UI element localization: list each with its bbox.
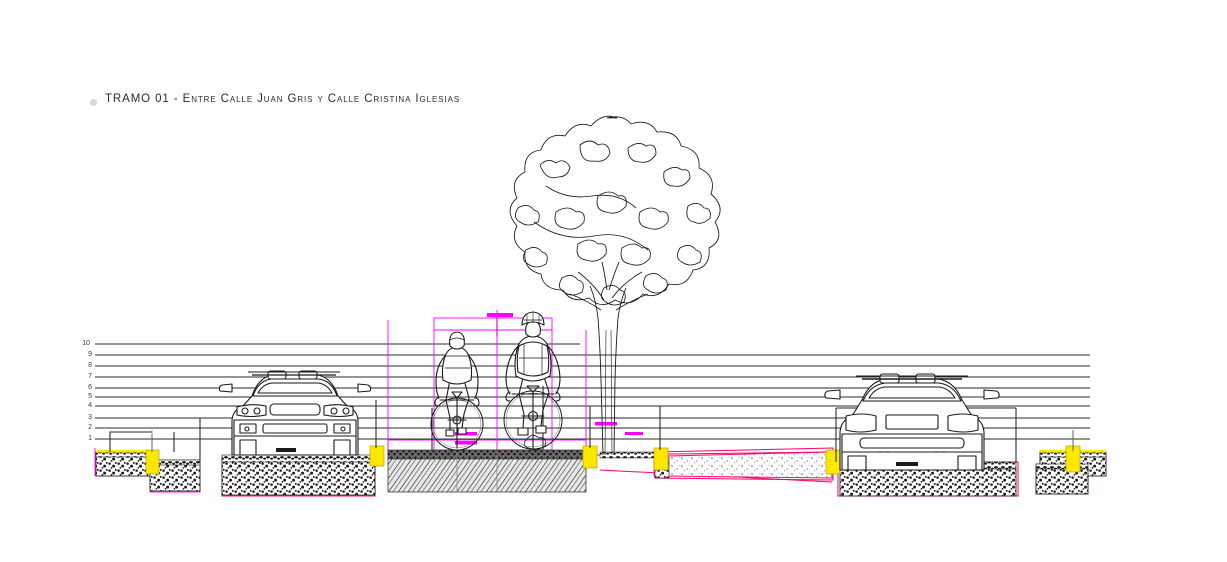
section-carril-bici xyxy=(387,449,587,493)
kerb-blocks xyxy=(145,445,1081,475)
shrub-icon xyxy=(523,435,546,450)
level-label: 6 xyxy=(88,384,92,391)
level-label: 10 xyxy=(82,340,90,347)
level-label: 4 xyxy=(88,402,92,409)
level-label: 1 xyxy=(88,435,92,442)
car-left-front-view xyxy=(218,370,372,456)
section-zona-arida xyxy=(599,451,833,479)
level-label: 8 xyxy=(88,362,92,369)
page-title: TRAMO 01 - Entre Calle Juan Gris y Calle… xyxy=(105,93,461,105)
car-right-rear-view xyxy=(824,373,1000,471)
level-label: 9 xyxy=(88,351,92,358)
cyclist-left-figure xyxy=(430,331,484,451)
street-tree xyxy=(509,115,721,456)
grey-reference-lines xyxy=(151,430,1074,492)
cyclist-right-figure xyxy=(503,311,563,450)
level-label: 3 xyxy=(88,414,92,421)
title-bullet-icon xyxy=(90,99,97,106)
level-label: 7 xyxy=(88,373,92,380)
level-label: 2 xyxy=(88,424,92,431)
section-calzada-izquierda xyxy=(221,454,376,496)
level-label: 5 xyxy=(88,393,92,400)
